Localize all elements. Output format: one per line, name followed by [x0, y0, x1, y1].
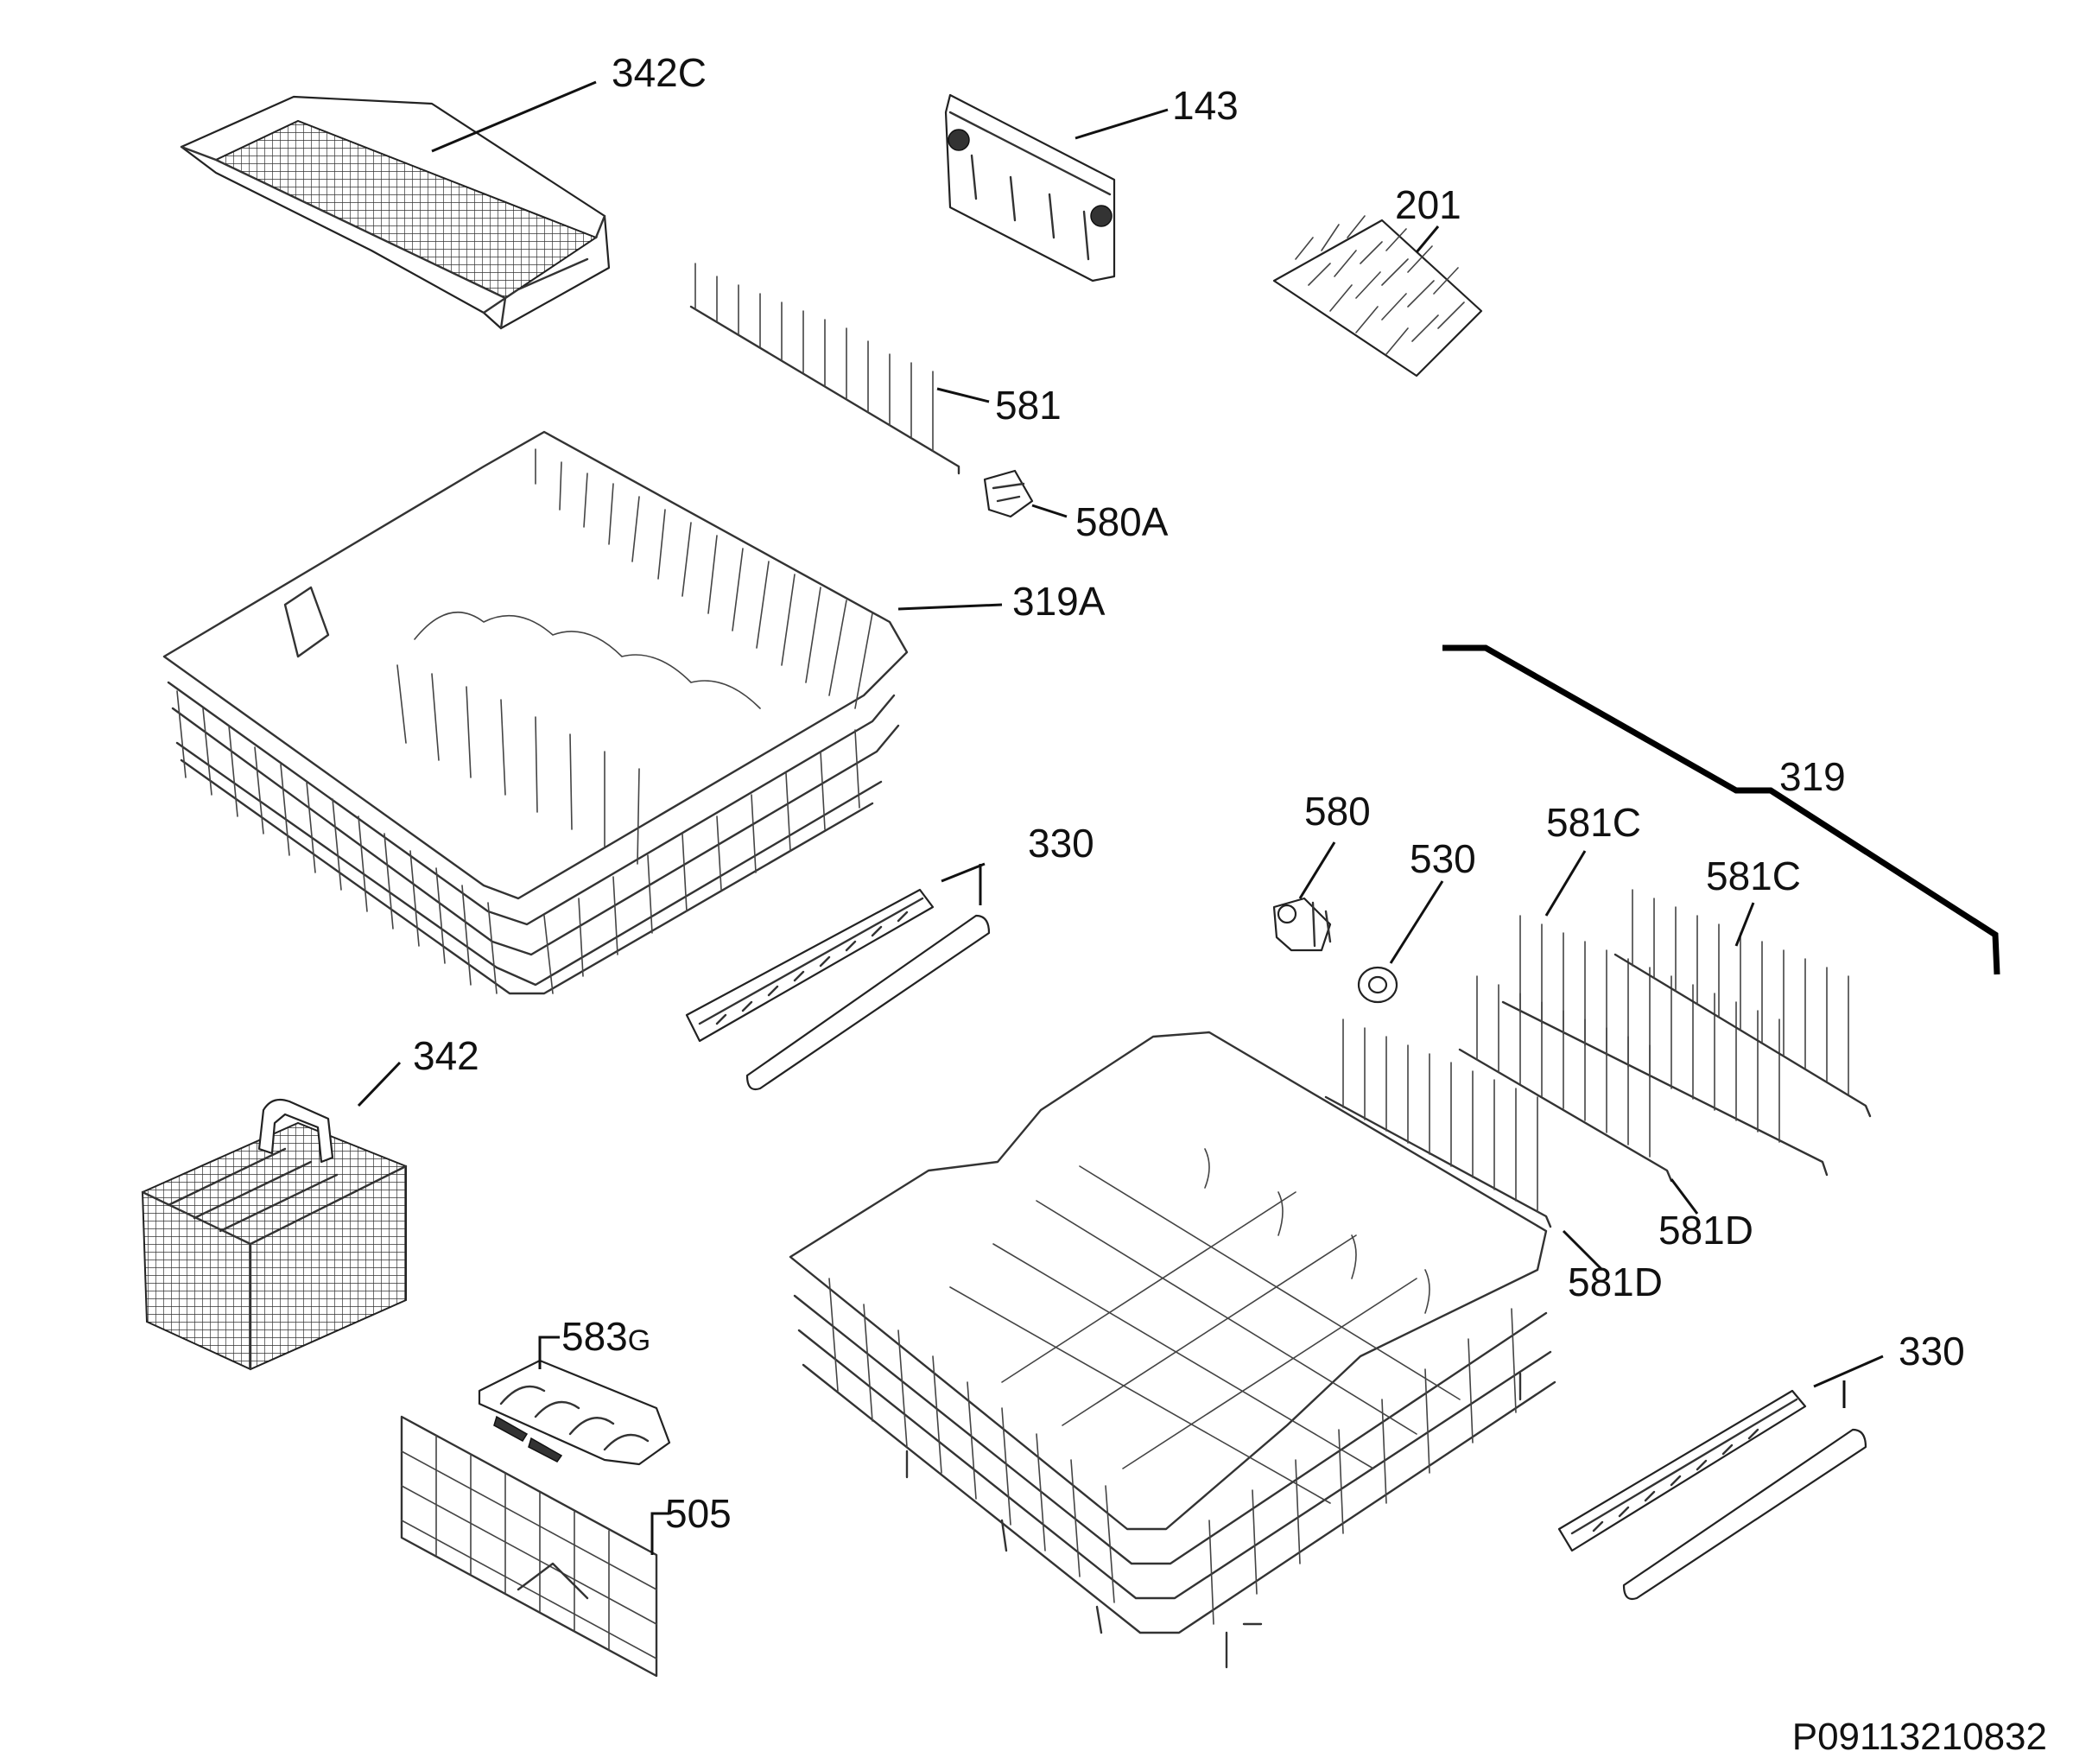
label-581C-b: 581C [1706, 853, 1801, 898]
reference-code: P09113210832 [1792, 1716, 2047, 1758]
label-319A: 319A [1012, 579, 1106, 624]
leader-330-lower [1813, 1355, 1884, 1408]
label-581D-b: 581D [1658, 1208, 1753, 1253]
part-342C-cutlery-tray [180, 95, 611, 330]
leader-580 [1298, 841, 1336, 899]
label-319: 319 [1779, 754, 1846, 799]
part-581D-tine-row-a [1324, 1018, 1552, 1228]
part-581C-tine-row-a [1501, 915, 1829, 1177]
leader-342 [357, 1061, 402, 1107]
part-581D-tine-row-b [1458, 975, 1673, 1183]
leader-505 [650, 1512, 669, 1555]
leader-342C [431, 80, 597, 153]
part-201-spike-insert [1272, 215, 1483, 378]
part-505-lattice-panel [400, 1415, 658, 1678]
label-583G: 583G [561, 1314, 650, 1359]
part-530-wheel [1357, 966, 1398, 1004]
leader-581D-a [1562, 1229, 1604, 1272]
label-330-upper: 330 [1028, 821, 1094, 866]
label-342C: 342C [612, 50, 707, 95]
part-330-rail-upper [685, 888, 991, 1091]
leader-581D-b [1670, 1178, 1699, 1215]
label-530: 530 [1410, 836, 1476, 881]
part-319A-upper-basket [162, 430, 909, 995]
part-580A-clip [983, 469, 1034, 518]
part-583G-flap [478, 1359, 671, 1466]
part-143-rail-bracket [944, 93, 1116, 282]
leader-143 [1075, 108, 1169, 140]
leader-330-upper [941, 862, 986, 905]
leader-319A [897, 603, 1003, 611]
leader-581C-b [1734, 902, 1755, 947]
bracket-319 [1442, 644, 2000, 975]
label-580: 580 [1304, 789, 1371, 834]
leader-583G [538, 1336, 560, 1369]
part-581-tine-row [689, 263, 960, 475]
label-580A: 580A [1075, 499, 1169, 544]
leader-201 [1415, 225, 1440, 253]
label-505: 505 [665, 1491, 732, 1536]
label-330-lower: 330 [1899, 1329, 1965, 1374]
label-583G-number: 583 [561, 1314, 628, 1359]
leader-581C-a [1544, 850, 1587, 917]
leader-580A [1031, 504, 1068, 518]
part-330-rail-lower [1557, 1389, 1867, 1601]
label-581D-a: 581D [1568, 1260, 1663, 1304]
part-342-cutlery-basket [141, 1098, 408, 1371]
label-581C-a: 581C [1546, 800, 1641, 845]
label-342: 342 [413, 1033, 479, 1078]
leader-581 [936, 387, 990, 403]
label-583G-suffix: G [628, 1324, 650, 1357]
part-580-clip [1272, 897, 1332, 952]
label-581: 581 [995, 383, 1062, 428]
leader-530 [1389, 880, 1444, 964]
label-143: 143 [1172, 83, 1239, 128]
part-lower-basket [789, 1031, 1556, 1669]
label-201: 201 [1395, 182, 1461, 227]
part-581C-tine-row-b [1613, 889, 1872, 1118]
